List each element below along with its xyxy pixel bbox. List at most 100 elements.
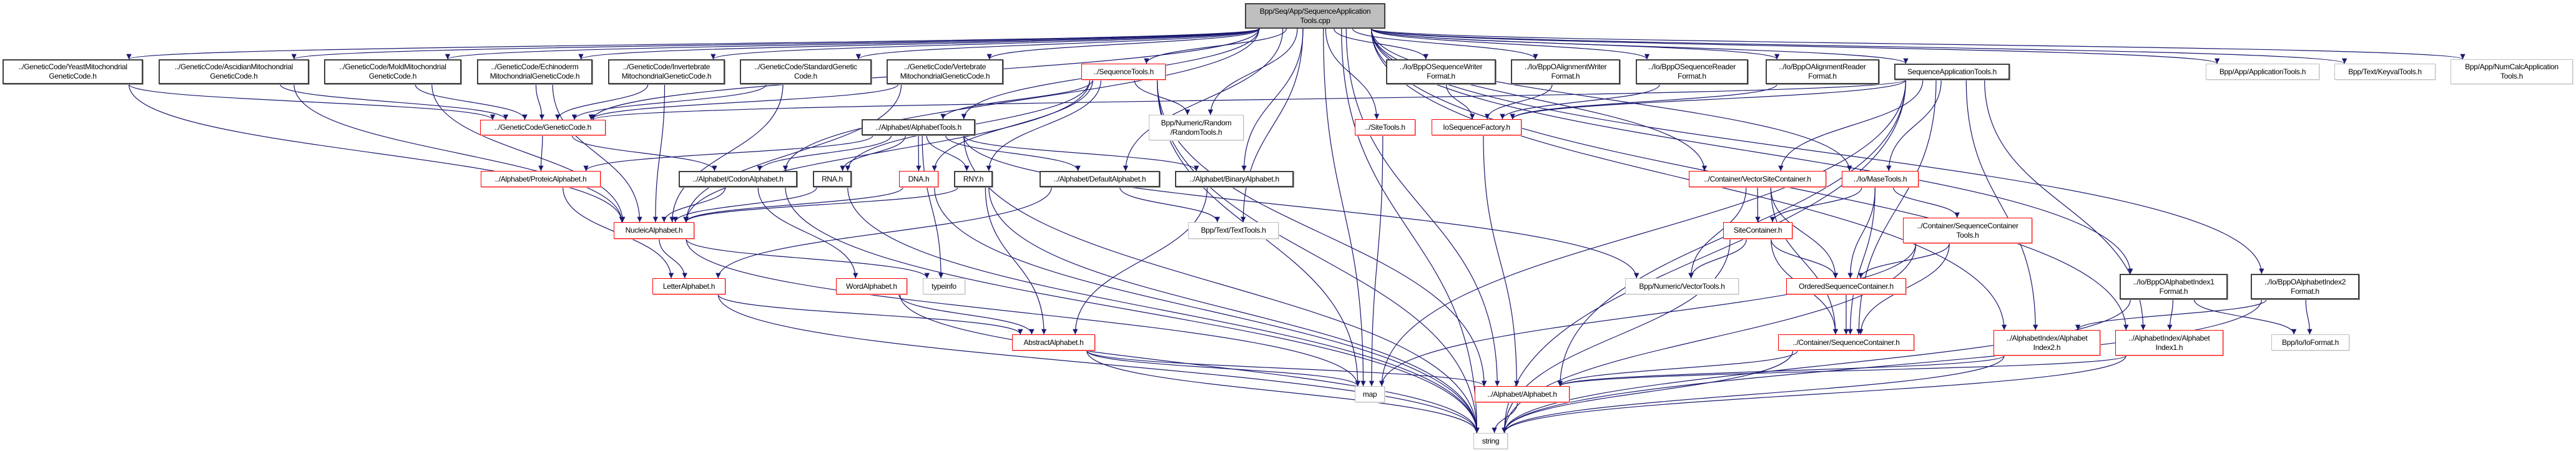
graph-node-mase[interactable]: ../Io/MaseTools.h bbox=[1842, 171, 1919, 187]
graph-node-seqtools[interactable]: ../SequenceTools.h bbox=[1081, 64, 1166, 80]
edge-invert-to-nucleic bbox=[652, 84, 666, 223]
edge-seqtools-to-rny bbox=[986, 79, 1102, 172]
edge-sapph-to-ai2 bbox=[1965, 79, 2038, 331]
edge-alphatools-to-rna bbox=[840, 135, 906, 172]
graph-node-letter[interactable]: LetterAlphabet.h bbox=[652, 278, 725, 294]
edge-ar-to-iofact bbox=[1510, 84, 1777, 120]
graph-node-dna[interactable]: DNA.h bbox=[899, 171, 938, 187]
edge-top-to-map bbox=[1323, 28, 1366, 387]
graph-node-vectortools[interactable]: Bpp/Numeric/VectorTools.h bbox=[1625, 278, 1739, 294]
graph-node-sitecont[interactable]: SiteContainer.h bbox=[1723, 222, 1792, 239]
graph-node-proteic[interactable]: ../Alphabet/ProteicAlphabet.h bbox=[481, 171, 601, 187]
graph-node-top[interactable]: Bpp/Seq/App/SequenceApplication Tools.cp… bbox=[1245, 3, 1385, 29]
graph-node-sc[interactable]: ../Container/SequenceContainer.h bbox=[1778, 334, 1914, 351]
graph-node-abstract[interactable]: AbstractAlphabet.h bbox=[1012, 334, 1095, 351]
graph-node-ai1[interactable]: ../AlphabetIndex/Alphabet Index1.h bbox=[2115, 330, 2223, 356]
edge-nucleic-to-letter bbox=[659, 238, 687, 279]
edge-default-to-texttools bbox=[1119, 187, 1220, 223]
edge-rna-to-string bbox=[847, 187, 1480, 434]
graph-node-nucleic[interactable]: NucleicAlphabet.h bbox=[614, 222, 694, 239]
edge-ai1-to-string bbox=[1502, 355, 2126, 434]
graph-node-yeast[interactable]: ../GeneticCode/YeastMitochondrial Geneti… bbox=[2, 59, 143, 84]
edge-standard-to-gc bbox=[571, 84, 767, 120]
edge-alphatools-to-vectortools bbox=[963, 135, 1639, 279]
edge-rna-to-nucleic bbox=[672, 187, 817, 223]
edge-rny-to-string bbox=[988, 187, 1480, 434]
graph-node-ai2[interactable]: ../AlphabetIndex/Alphabet Index2.h bbox=[1993, 330, 2100, 356]
edge-echino-to-nucleic bbox=[552, 84, 642, 223]
edge-alphatools-to-string bbox=[963, 135, 1480, 434]
edge-seqtools-to-random bbox=[1134, 79, 1191, 115]
graph-node-string[interactable]: string bbox=[1473, 433, 1508, 449]
graph-node-sct[interactable]: ../Container/SequenceContainer Tools.h bbox=[1903, 218, 2032, 243]
graph-node-vsc[interactable]: ../Container/VectorSiteContainer.h bbox=[1689, 171, 1826, 187]
graph-node-bai1f[interactable]: ../Io/BppOAlphabetIndex1 Format.h bbox=[2120, 274, 2228, 299]
edge-alphatools-to-default bbox=[945, 135, 1081, 172]
edge-abstract-to-map bbox=[1086, 350, 1360, 387]
edge-sct-to-osc bbox=[1858, 243, 1950, 279]
graph-node-word[interactable]: WordAlphabet.h bbox=[836, 278, 907, 294]
edge-abstract-to-string bbox=[1086, 350, 1480, 434]
edge-gc-to-proteic bbox=[538, 135, 544, 172]
graph-node-rny[interactable]: RNY.h bbox=[954, 171, 993, 187]
edge-abstract-to-alphabet bbox=[1086, 350, 1487, 387]
edge-sc-to-alphabet bbox=[1557, 350, 1798, 387]
edge-sapph-to-string bbox=[1502, 79, 1907, 434]
edge-echino-to-gc bbox=[535, 84, 545, 120]
edge-default-to-letter bbox=[715, 187, 1052, 279]
graph-node-aw[interactable]: ../Io/BppOAlignmentWriter Format.h bbox=[1511, 59, 1620, 84]
graph-node-numcalc[interactable]: Bpp/App/NumCalcApplication Tools.h bbox=[2451, 59, 2573, 84]
graph-node-iofmt[interactable]: Bpp/Io/IoFormat.h bbox=[2271, 334, 2349, 351]
edge-ai2-to-alphabet bbox=[1557, 355, 2005, 387]
edge-rny-to-nucleic bbox=[684, 187, 958, 223]
graph-node-sitetools[interactable]: ../SiteTools.h bbox=[1355, 119, 1415, 135]
edge-letter-to-string bbox=[717, 294, 1480, 434]
graph-node-rna[interactable]: RNA.h bbox=[813, 171, 852, 187]
graph-node-ar[interactable]: ../Io/BppOAlignmentReader Format.h bbox=[1766, 59, 1879, 84]
edge-sc-to-string bbox=[1502, 350, 1794, 434]
edge-seqtools-to-string bbox=[1156, 79, 1480, 434]
graph-node-standard[interactable]: ../GeneticCode/StandardGenetic Code.h bbox=[740, 59, 872, 84]
graph-node-binary[interactable]: ../Alphabet/BinaryAlphabet.h bbox=[1175, 171, 1294, 187]
edge-top-to-invert bbox=[710, 28, 1260, 60]
edge-top-to-standard bbox=[855, 28, 1260, 60]
graph-node-alphatools[interactable]: ../Alphabet/AlphabetTools.h bbox=[862, 119, 975, 135]
graph-node-mold[interactable]: ../GeneticCode/MoldMitochondrial Genetic… bbox=[324, 59, 461, 84]
graph-node-gc[interactable]: ../GeneticCode/GeneticCode.h bbox=[480, 120, 606, 135]
edge-top-to-mase bbox=[1370, 28, 1852, 172]
edge-yeast-to-nucleic bbox=[128, 84, 625, 223]
graph-node-vert[interactable]: ../GeneticCode/Vertebrate MitochondrialG… bbox=[887, 59, 1003, 84]
graph-node-sr[interactable]: ../Io/BppOSequenceReader Format.h bbox=[1636, 59, 1748, 84]
graph-node-map[interactable]: map bbox=[1355, 386, 1385, 402]
edge-bai2f-to-string bbox=[1502, 299, 2262, 434]
edge-codon-to-string bbox=[785, 187, 1480, 434]
edge-vsc-to-osc bbox=[1770, 187, 1839, 279]
graph-node-texttools[interactable]: Bpp/Text/TextTools.h bbox=[1188, 222, 1279, 239]
graph-node-typeinfo[interactable]: typeinfo bbox=[923, 278, 965, 294]
edge-dna-to-string bbox=[934, 187, 1480, 434]
graph-node-ascidian[interactable]: ../GeneticCode/AscidianMitochondrial Gen… bbox=[159, 59, 309, 84]
graph-node-codon[interactable]: ../Alphabet/CodonAlphabet.h bbox=[679, 171, 797, 187]
edge-top-to-string bbox=[1341, 28, 1480, 434]
graph-node-sw[interactable]: ../Io/BppOSequenceWriter Format.h bbox=[1386, 59, 1496, 84]
graph-node-random[interactable]: Bpp/Numeric/Random /RandomTools.h bbox=[1149, 115, 1244, 140]
edge-top-to-aw bbox=[1352, 28, 1538, 60]
graph-node-alphabet[interactable]: ../Alphabet/Alphabet.h bbox=[1475, 386, 1570, 402]
graph-node-echino[interactable]: ../GeneticCode/Echinoderm MitochondrialG… bbox=[477, 59, 592, 84]
graph-node-bai2f[interactable]: ../Io/BppOAlphabetIndex2 Format.h bbox=[2251, 274, 2359, 299]
edge-sitetools-to-map bbox=[1369, 135, 1384, 387]
edge-bai1f-to-string bbox=[1502, 299, 2131, 434]
edge-top-to-alphabet bbox=[1345, 28, 1500, 387]
graph-node-apptools[interactable]: Bpp/App/ApplicationTools.h bbox=[2206, 64, 2319, 80]
graph-node-osc[interactable]: OrderedSequenceContainer.h bbox=[1786, 278, 1906, 294]
graph-node-iofact[interactable]: IoSequenceFactory.h bbox=[1432, 119, 1522, 135]
edge-rny-to-abstract bbox=[985, 187, 1047, 335]
graph-node-default[interactable]: ../Alphabet/DefaultAlphabet.h bbox=[1040, 171, 1160, 187]
graph-node-invert[interactable]: ../GeneticCode/Invertebrate Mitochondria… bbox=[608, 59, 725, 84]
edge-sapph-to-mase bbox=[1886, 79, 1942, 172]
graph-node-keyval[interactable]: Bpp/Text/KeyvalTools.h bbox=[2334, 64, 2436, 80]
graph-node-sapph[interactable]: SequenceApplicationTools.h bbox=[1894, 64, 2010, 80]
edge-top-to-vsc bbox=[1370, 28, 1708, 172]
edge-vsc-to-vectortools bbox=[1688, 187, 1747, 279]
edge-mase-to-sitecont bbox=[1769, 187, 1862, 223]
